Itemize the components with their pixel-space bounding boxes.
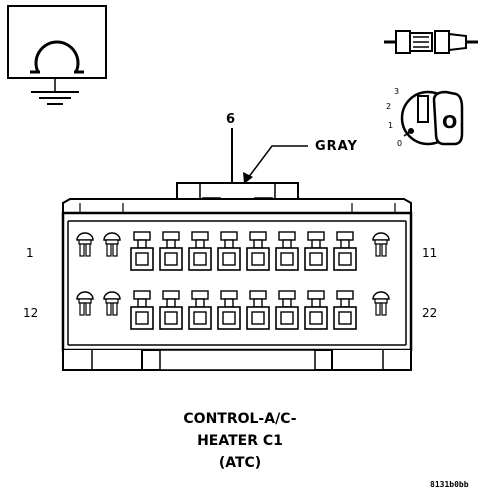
cavity-top bbox=[275, 231, 299, 271]
ohmmeter-ground-icon bbox=[7, 5, 107, 105]
cavity-bottom-left-small bbox=[103, 291, 121, 316]
cavity-top bbox=[217, 231, 241, 271]
connector-title-line-3: (ATC) bbox=[219, 455, 261, 471]
connector-title-line-1: CONTROL-A/C- bbox=[183, 411, 296, 427]
wire-color-leader-line bbox=[247, 145, 308, 179]
cavity-top bbox=[246, 231, 270, 271]
pin-label-22: 22 bbox=[422, 306, 437, 320]
connector-plug-icon bbox=[384, 30, 478, 54]
wire-color-label: GRAY bbox=[315, 139, 358, 154]
ignition-position-0: 0 bbox=[397, 139, 402, 148]
connector-body bbox=[61, 182, 413, 371]
figure-code: 8131b0bb bbox=[430, 480, 469, 489]
connector-title-line-2: HEATER C1 bbox=[197, 433, 283, 449]
wire-color-arrowhead bbox=[243, 172, 253, 184]
ignition-position-2: 2 bbox=[386, 102, 391, 111]
key-bow-letter: O bbox=[442, 112, 457, 133]
cavity-top bbox=[188, 231, 212, 271]
cavity-bottom bbox=[188, 290, 212, 330]
cavity-bottom-right-small bbox=[372, 291, 390, 316]
ignition-position-3: 3 bbox=[394, 87, 399, 96]
ignition-key-icon: O bbox=[400, 90, 464, 146]
pin-cavities bbox=[76, 231, 390, 330]
cavity-top-left-small bbox=[103, 232, 121, 257]
pin-callout-number: 6 bbox=[226, 112, 235, 127]
cavity-bottom bbox=[246, 290, 270, 330]
cavity-bottom-left-small bbox=[76, 291, 94, 316]
cavity-top bbox=[304, 231, 328, 271]
cavity-bottom bbox=[304, 290, 328, 330]
cavity-top bbox=[333, 231, 357, 271]
ignition-position-1: 1 bbox=[388, 121, 393, 130]
cavity-top-left-small bbox=[76, 232, 94, 257]
pin-label-1: 1 bbox=[26, 246, 34, 260]
cavity-top bbox=[130, 231, 154, 271]
cavity-top bbox=[159, 231, 183, 271]
cavity-bottom bbox=[217, 290, 241, 330]
ignition-position-labels: 3 2 1 0 bbox=[386, 87, 402, 148]
cavity-bottom bbox=[159, 290, 183, 330]
pin-label-11: 11 bbox=[422, 246, 437, 260]
cavity-bottom bbox=[130, 290, 154, 330]
cavity-top-right-small bbox=[372, 232, 390, 257]
pin-label-12: 12 bbox=[23, 306, 38, 320]
cavity-bottom bbox=[333, 290, 357, 330]
cavity-bottom bbox=[275, 290, 299, 330]
